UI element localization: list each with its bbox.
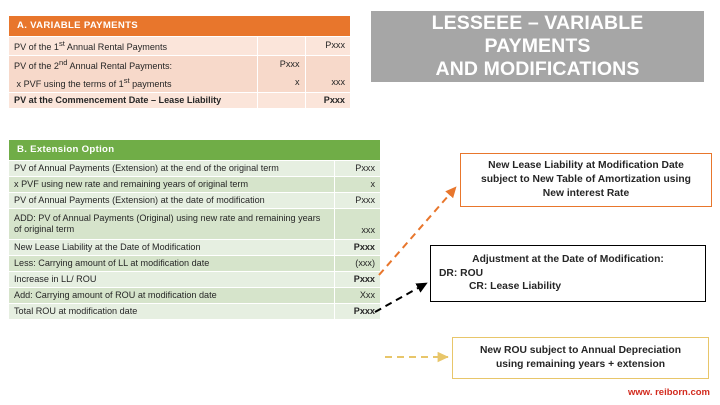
table-a-row-1-mid: Pxxx: [256, 54, 305, 74]
extension-option-table: B. Extension Option PV of Annual Payment…: [9, 139, 380, 320]
callout-3-line-2: using remaining years + extension: [495, 359, 666, 370]
table-a-header-label: A. VARIABLE PAYMENTS: [9, 15, 350, 37]
table-row: PV at the Commencement Date – Lease Liab…: [9, 92, 350, 109]
table-b-row-1-label: x PVF using new rate and remaining years…: [9, 175, 334, 193]
table-a-row-2-mid: x: [256, 73, 305, 93]
table-b-row-5-label: Less: Carrying amount of LL at modificat…: [9, 255, 334, 272]
table-a-row-3-value: Pxxx: [304, 92, 350, 109]
table-b-row-8-label: Total ROU at modification date: [9, 303, 334, 320]
table-row: PV of Annual Payments (Extension) at the…: [9, 191, 380, 209]
table-b-row-4-value: Pxxx: [333, 238, 380, 256]
table-b-row-7-label: Add: Carrying amount of ROU at modificat…: [9, 287, 334, 304]
table-b-row-3-value: xxx: [333, 207, 380, 240]
table-a-row-1-label: PV of the 2nd Annual Rental Payments:: [9, 54, 257, 74]
table-row: x PVF using new rate and remaining years…: [9, 175, 380, 193]
table-row: Less: Carrying amount of LL at modificat…: [9, 255, 380, 272]
callout-2-line-2: DR: ROU: [439, 267, 484, 279]
table-row: PV of the 1st Annual Rental Payments Pxx…: [9, 35, 350, 56]
callout-3-line-1: New ROU subject to Annual Depreciation: [479, 345, 681, 357]
callout-new-rou-depreciation: New ROU subject to Annual Depreciation u…: [452, 337, 709, 379]
callout-2-line-1: Adjustment at the Date of Modification:: [472, 253, 664, 265]
table-b-row-6-label: Increase in LL/ ROU: [9, 271, 334, 288]
variable-payments-table: A. VARIABLE PAYMENTS PV of the 1st Annua…: [9, 15, 350, 109]
table-b-row-5-value: (xxx): [333, 255, 380, 272]
table-row: PV of the 2nd Annual Rental Payments: Px…: [9, 54, 350, 74]
arrow-to-callout-adjustment-entry: [374, 282, 428, 313]
callout-adjustment-entry: Adjustment at the Date of Modification: …: [430, 245, 706, 302]
footer-website: www. reiborn.com: [628, 387, 710, 398]
callout-1-line-3: New interest Rate: [542, 187, 630, 199]
callout-2-line-3: CR: Lease Liability: [469, 281, 562, 293]
table-b-row-8-value: Pxxx: [333, 303, 380, 320]
table-b-row-0-label: PV of Annual Payments (Extension) at the…: [9, 159, 334, 177]
table-row: Increase in LL/ ROU Pxxx: [9, 271, 380, 288]
table-a-row-2-label: x PVF using the terms of 1st payments: [9, 73, 257, 93]
table-b-header-row: B. Extension Option: [9, 139, 380, 161]
callout-1-line-2: subject to New Table of Amortization usi…: [481, 174, 691, 186]
table-row: x PVF using the terms of 1st payments x …: [9, 73, 350, 93]
table-a-row-2-value: xxx: [304, 73, 350, 93]
table-a-header-row: A. VARIABLE PAYMENTS: [9, 15, 350, 37]
table-a-row-1-value: [304, 54, 350, 74]
page-title: LESSEEE – VARIABLE PAYMENTS AND MODIFICA…: [371, 11, 704, 82]
table-b-row-6-value: Pxxx: [333, 271, 380, 288]
table-a-row-3-label: PV at the Commencement Date – Lease Liab…: [9, 92, 257, 109]
table-a-row-0-mid: [256, 35, 305, 56]
table-a-row-0-label: PV of the 1st Annual Rental Payments: [9, 35, 257, 56]
callout-new-lease-liability: New Lease Liability at Modification Date…: [460, 153, 712, 207]
page-title-line-1: LESSEEE – VARIABLE PAYMENTS: [431, 12, 644, 57]
table-b-row-2-label: PV of Annual Payments (Extension) at the…: [9, 191, 334, 209]
table-row: New Lease Liability at the Date of Modif…: [9, 238, 380, 256]
table-b-header-label: B. Extension Option: [9, 139, 380, 161]
table-b-row-2-value: Pxxx: [333, 191, 380, 209]
table-row: Add: Carrying amount of ROU at modificat…: [9, 287, 380, 304]
table-a-row-0-value: Pxxx: [304, 35, 350, 56]
table-b-row-0-value: Pxxx: [333, 159, 380, 177]
table-row: ADD: PV of Annual Payments (Original) us…: [9, 207, 380, 240]
table-b-row-7-value: Xxx: [333, 287, 380, 304]
table-row: Total ROU at modification date Pxxx: [9, 303, 380, 320]
callout-1-line-1: New Lease Liability at Modification Date: [488, 160, 684, 172]
table-b-row-4-label: New Lease Liability at the Date of Modif…: [9, 238, 334, 256]
table-row: PV of Annual Payments (Extension) at the…: [9, 159, 380, 177]
table-b-row-3-label: ADD: PV of Annual Payments (Original) us…: [9, 207, 334, 240]
page-title-line-2: AND MODIFICATIONS: [435, 58, 640, 80]
table-b-row-1-value: x: [333, 175, 380, 193]
table-a-row-3-mid: [256, 92, 305, 109]
